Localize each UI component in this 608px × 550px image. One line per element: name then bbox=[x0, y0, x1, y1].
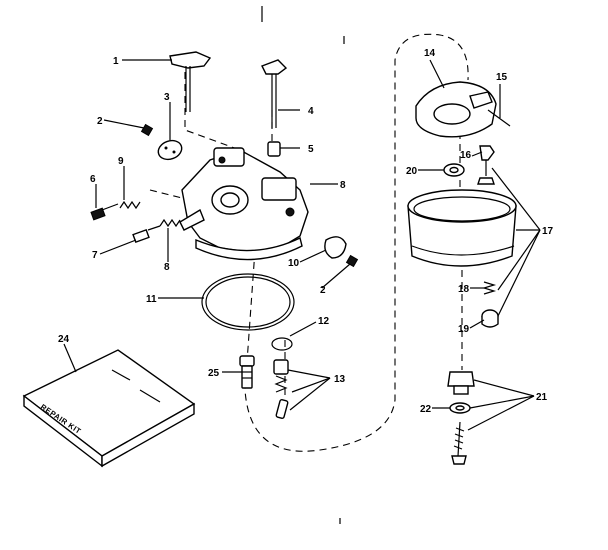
throttle-plate-part bbox=[157, 139, 183, 161]
callout-6: 6 bbox=[90, 174, 96, 185]
bowl-cap-part bbox=[481, 309, 499, 328]
main-jet-part bbox=[239, 355, 255, 389]
washer-part-22 bbox=[449, 402, 471, 414]
seal-part bbox=[267, 141, 281, 157]
repair-kit-box: REPAIR KIT bbox=[22, 349, 196, 468]
callout-18: 18 bbox=[458, 284, 470, 295]
needle-screw-part bbox=[132, 225, 161, 244]
drain-nut-part bbox=[447, 371, 475, 395]
callout-7: 7 bbox=[92, 250, 98, 261]
callout-21: 21 bbox=[536, 392, 548, 403]
washer-part-20 bbox=[443, 163, 465, 177]
bowl-screw-part bbox=[451, 421, 467, 465]
callout-5: 5 bbox=[308, 144, 314, 155]
o-ring-part bbox=[271, 337, 293, 351]
callout-17: 17 bbox=[542, 226, 554, 237]
spring-part-upper bbox=[119, 200, 141, 210]
throttle-lever-part bbox=[169, 51, 212, 112]
callout-13: 13 bbox=[334, 374, 346, 385]
callout-12: 12 bbox=[318, 316, 330, 327]
leader-lines bbox=[63, 59, 541, 431]
callout-19: 19 bbox=[458, 324, 470, 335]
callout-labels: 1 2 2 3 4 5 6 7 8 8 9 10 11 12 13 14 15 … bbox=[58, 48, 554, 415]
scan-marks bbox=[261, 6, 345, 524]
callout-15: 15 bbox=[496, 72, 508, 83]
callout-22: 22 bbox=[420, 404, 432, 415]
screw-part-upper bbox=[140, 123, 154, 137]
float-bowl-part bbox=[407, 189, 517, 267]
callout-16: 16 bbox=[460, 150, 472, 161]
callout-4: 4 bbox=[308, 106, 314, 117]
choke-plate-part bbox=[324, 236, 347, 259]
callout-14: 14 bbox=[424, 48, 436, 59]
float-part bbox=[415, 81, 497, 138]
callout-2-lower: 2 bbox=[320, 285, 326, 296]
float-pin-part bbox=[487, 109, 511, 127]
callout-25: 25 bbox=[208, 368, 220, 379]
needle-seat-part bbox=[273, 359, 289, 419]
callout-2-upper: 2 bbox=[97, 116, 103, 127]
callout-24: 24 bbox=[58, 334, 70, 345]
callout-11: 11 bbox=[146, 294, 157, 305]
gasket-ring-part bbox=[201, 273, 295, 331]
fuel-inlet-part bbox=[477, 145, 495, 185]
callout-3: 3 bbox=[164, 92, 170, 103]
choke-shaft-part bbox=[261, 59, 288, 128]
callout-8-left: 8 bbox=[164, 262, 170, 273]
carburetor-body-part bbox=[179, 147, 309, 261]
callout-1: 1 bbox=[113, 56, 119, 67]
spring-part-lower bbox=[159, 218, 181, 228]
callout-10: 10 bbox=[288, 258, 300, 269]
callout-9: 9 bbox=[118, 156, 124, 167]
idle-screw-part bbox=[90, 203, 119, 221]
bowl-spring-part bbox=[481, 281, 497, 295]
callout-8-right: 8 bbox=[340, 180, 346, 191]
callout-20: 20 bbox=[406, 166, 418, 177]
